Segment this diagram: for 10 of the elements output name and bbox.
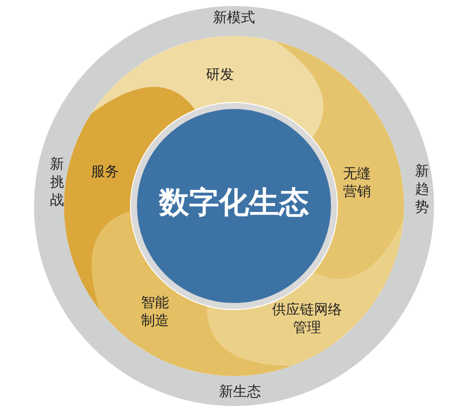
- segment-label: 服务: [90, 162, 120, 182]
- segment-label: 智能制造: [140, 294, 170, 330]
- segment-label: 无缝营销: [342, 164, 372, 202]
- center-title: 数字化生态: [159, 184, 309, 222]
- segment-label: 研发: [204, 66, 235, 84]
- ring-label: 新挑战: [50, 156, 64, 210]
- ring-label: 新生态: [219, 382, 261, 402]
- ring-label: 新模式: [213, 8, 255, 28]
- ring-label: 新趋势: [415, 162, 429, 218]
- segment-label: 供应链网络管理: [270, 300, 343, 338]
